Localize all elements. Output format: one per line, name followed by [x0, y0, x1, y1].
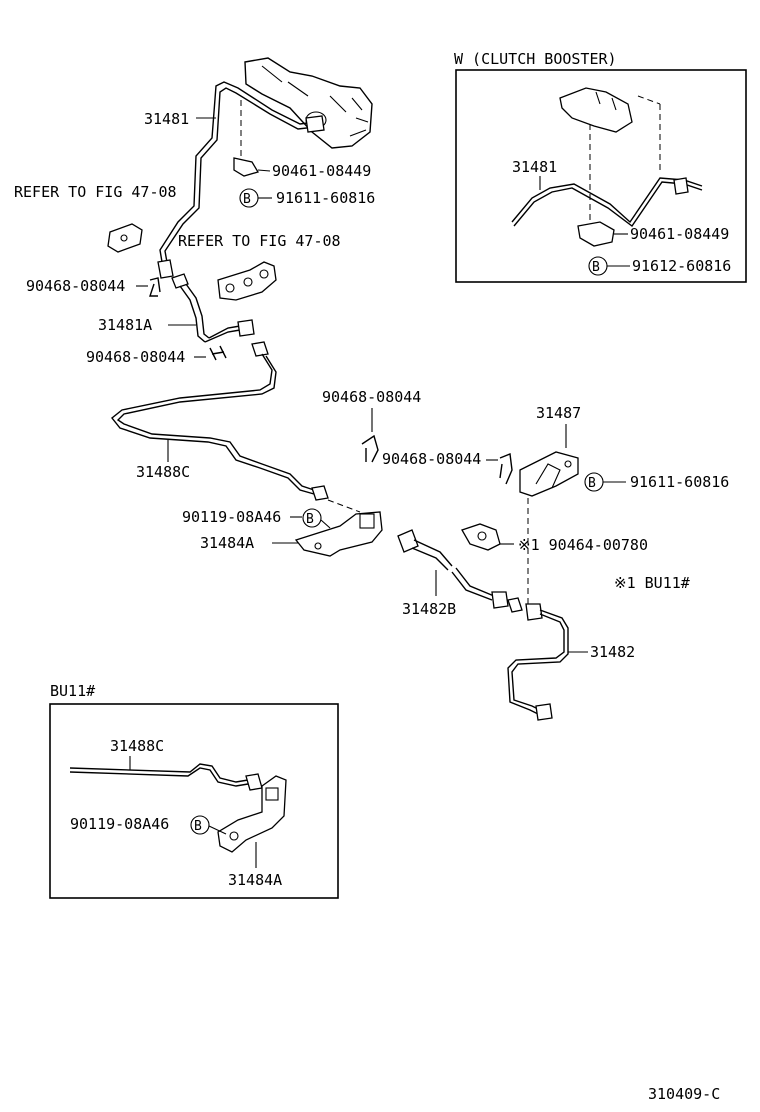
part-label-90468-08044-c: 90468-08044: [322, 388, 421, 406]
bracket-31484a: [294, 511, 383, 557]
junction-block-right: [217, 261, 277, 301]
part-label-31481a: 31481A: [98, 316, 152, 334]
inset-bu-bracket-31484a: [217, 775, 287, 853]
pipe-31488c: [111, 341, 329, 501]
part-label-90468-08044-b: 90468-08044: [86, 348, 185, 366]
inset-w-label-91612-60816: 91612-60816: [632, 257, 731, 275]
part-label-91611-60816-b: 91611-60816: [630, 473, 729, 491]
part-label-31482b: 31482B: [402, 600, 456, 618]
bolt-marker-letter: B: [306, 512, 314, 527]
bolt-marker-letter: B: [592, 260, 600, 275]
pipe-31482: [507, 603, 569, 721]
note-bu11: ※1 BU11#: [614, 574, 690, 592]
clip-90468-c: [361, 434, 379, 463]
part-label-31481: 31481: [144, 110, 189, 128]
inset-w-label-31481: 31481: [512, 158, 557, 176]
inset-title-bu11: BU11#: [50, 682, 95, 700]
bolt-marker-91611: B: [239, 188, 272, 208]
bolt-marker-letter: B: [588, 476, 596, 491]
clip-90468-b: [209, 345, 227, 361]
bolt-marker-letter: B: [243, 192, 251, 207]
part-label-90468-08044-d: 90468-08044: [382, 450, 481, 468]
inset-bu-pipe-31488c: [69, 763, 263, 791]
inset-w-clip-90461: [577, 221, 628, 247]
clip-90461-main: [233, 157, 271, 177]
clip-90468-a: [149, 277, 161, 297]
inset-bu-label-90119-08a46: 90119-08A46: [70, 815, 169, 833]
junction-block-left: [107, 223, 143, 253]
part-label-90119-08a46: 90119-08A46: [182, 508, 281, 526]
clip-90464: [461, 523, 514, 551]
part-label-31484a: 31484A: [200, 534, 254, 552]
inset-title-clutch-booster: W (CLUTCH BOOSTER): [454, 50, 617, 68]
inset-w-booster: [559, 87, 633, 133]
bolt-marker-letter: B: [194, 819, 202, 834]
diagram-code: 310409-C: [648, 1085, 720, 1103]
clip-90468-d: [499, 453, 513, 485]
inset-w-pipe-31481: [511, 177, 703, 227]
part-label-31488c: 31488C: [136, 463, 190, 481]
inset-w-label-90461-08449: 90461-08449: [630, 225, 729, 243]
part-label-90468-08044-a: 90468-08044: [26, 277, 125, 295]
part-label-31482: 31482: [590, 643, 635, 661]
master-cylinder: [244, 57, 373, 149]
inset-bu-label-31488c: 31488C: [110, 737, 164, 755]
part-label-31487: 31487: [536, 404, 581, 422]
pipe-31481: [157, 81, 325, 279]
part-label-90464-00780: ※1 90464-00780: [518, 536, 648, 554]
inset-frame-bu11: [49, 703, 339, 899]
hose-31482b: [397, 529, 523, 613]
bracket-31487: [519, 451, 579, 497]
part-label-90461-08449: 90461-08449: [272, 162, 371, 180]
refer-to-fig-label-1: REFER TO FIG 47-08: [14, 183, 177, 201]
inset-frame-clutch-booster: [455, 69, 747, 283]
refer-to-fig-label-2: REFER TO FIG 47-08: [178, 232, 341, 250]
hose-31481a: [171, 273, 255, 343]
inset-bu-label-31484a: 31484A: [228, 871, 282, 889]
part-label-91611-60816: 91611-60816: [276, 189, 375, 207]
